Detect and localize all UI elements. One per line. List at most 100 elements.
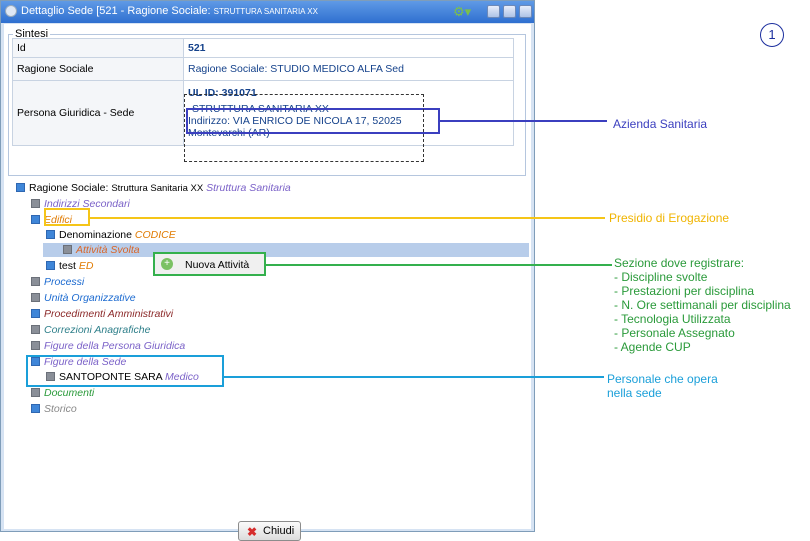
expand-icon[interactable] xyxy=(31,199,40,208)
presidio-label: Presidio di Erogazione xyxy=(609,211,730,225)
personale-highlight-box xyxy=(26,355,224,387)
storico-label: Storico xyxy=(44,403,77,415)
persona-label: SANTOPONTE SARA xyxy=(59,371,163,383)
add-icon: + xyxy=(161,258,173,270)
window-titlebar[interactable]: Dettaglio Sede [521 - Ragione Sociale: S… xyxy=(1,1,534,23)
value-id: 521 xyxy=(183,38,514,58)
tree-item-denominazione[interactable]: Denominazione CODICE xyxy=(46,228,176,242)
menu-item-nuova-attivita[interactable]: Nuova Attività xyxy=(185,259,250,271)
processi-label: Processi xyxy=(44,276,85,288)
key-id: Id xyxy=(12,38,184,58)
tree-item-test[interactable]: test ED xyxy=(46,259,93,273)
sintesi-table: Id 521 Ragione Sociale Ragione Sociale: … xyxy=(12,38,514,146)
azienda-highlight-box xyxy=(186,108,440,134)
sezione-item: - Tecnologia Utilizzata xyxy=(614,312,731,326)
expand-icon[interactable] xyxy=(31,341,40,350)
tree-item-unita[interactable]: Unità Organizzative xyxy=(31,291,136,305)
indirizzi-label: Indirizzi Secondari xyxy=(44,198,130,210)
figure-pg-label: Figure della Persona Giuridica xyxy=(44,340,186,352)
chiudi-button[interactable]: ✖ Chiudi xyxy=(238,521,301,541)
tree-item-figure-sede[interactable]: Figure della Sede xyxy=(31,355,126,369)
gear-icon[interactable]: ⚙▾ xyxy=(453,4,472,19)
tree-item-procedimenti[interactable]: Procedimenti Amministrativi xyxy=(31,307,173,321)
collapse-icon[interactable] xyxy=(31,215,40,224)
figure-sede-label: Figure della Sede xyxy=(44,356,127,368)
expand-icon[interactable] xyxy=(31,388,40,397)
unita-label: Unità Organizzative xyxy=(44,292,136,304)
root-label: Ragione Sociale: xyxy=(29,182,109,194)
table-row: Id 521 xyxy=(12,38,514,58)
denominazione-label: Denominazione xyxy=(59,229,132,241)
value-ragione-sociale-text: Ragione Sociale: STUDIO MEDICO ALFA Sed xyxy=(188,63,404,75)
procedimenti-label: Procedimenti Amministrativi xyxy=(44,308,174,320)
expand-icon[interactable] xyxy=(46,261,55,270)
step-number-badge: 1 xyxy=(760,23,784,47)
presidio-connector-line xyxy=(90,217,605,219)
tree-item-persona[interactable]: SANTOPONTE SARA Medico xyxy=(46,370,199,384)
tree-root[interactable]: Ragione Sociale: Struttura Sanitaria XX … xyxy=(16,181,291,195)
expand-icon[interactable] xyxy=(31,309,40,318)
personale-line-1: Personale che opera xyxy=(607,372,718,386)
value-persona-giuridica: UL ID: 391071 STRUTTURA SANITARIA XX Ind… xyxy=(183,80,514,146)
table-row: Persona Giuridica - Sede UL ID: 391071 S… xyxy=(12,80,514,146)
expand-icon[interactable] xyxy=(63,245,72,254)
table-row: Ragione Sociale Ragione Sociale: STUDIO … xyxy=(12,57,514,81)
personale-annotation: Personale che opera nella sede xyxy=(607,372,718,400)
sezione-item: - Discipline svolte xyxy=(614,270,708,284)
sezione-item: - Prestazioni per disciplina xyxy=(614,284,755,298)
ul-id: UL ID: 391071 xyxy=(188,87,257,99)
personale-connector-line xyxy=(224,376,604,378)
key-ragione-sociale: Ragione Sociale xyxy=(12,57,184,81)
persona-detail-dashed-box xyxy=(184,94,424,162)
sezione-annotation: Sezione dove registrare: - Discipline sv… xyxy=(614,256,791,354)
sintesi-legend: Sintesi xyxy=(15,28,49,40)
collapse-icon[interactable] xyxy=(31,357,40,366)
tree-item-storico[interactable]: Storico xyxy=(31,402,77,416)
chiudi-label: Chiudi xyxy=(263,525,295,537)
expand-icon[interactable] xyxy=(31,404,40,413)
collapse-icon[interactable] xyxy=(46,230,55,239)
tree-item-processi[interactable]: Processi xyxy=(31,275,84,289)
tree-item-edifici[interactable]: Edifici xyxy=(31,213,72,227)
expand-icon[interactable] xyxy=(46,372,55,381)
tree-item-attivita[interactable]: Attività Svolta xyxy=(63,243,140,257)
window-title: Dettaglio Sede [521 - Ragione Sociale: S… xyxy=(21,5,318,17)
root-name: Struttura Sanitaria XX xyxy=(111,183,204,194)
sezione-title: Sezione dove registrare: xyxy=(614,256,745,270)
collapse-icon[interactable] xyxy=(16,183,25,192)
context-menu: + Nuova Attività xyxy=(153,252,266,276)
sezione-item: - Personale Assegnato xyxy=(614,326,735,340)
tree-item-indirizzi[interactable]: Indirizzi Secondari xyxy=(31,197,130,211)
correzioni-label: Correzioni Anagrafiche xyxy=(44,324,151,336)
expand-icon[interactable] xyxy=(31,293,40,302)
azienda-label: Azienda Sanitaria xyxy=(613,117,708,131)
window-title-text: Dettaglio Sede [521 - Ragione Sociale: xyxy=(21,5,211,17)
edifici-label: Edifici xyxy=(44,214,73,226)
sezione-item: - Agende CUP xyxy=(614,340,691,354)
dettaglio-sede-window: Dettaglio Sede [521 - Ragione Sociale: S… xyxy=(0,0,535,541)
close-icon[interactable] xyxy=(519,5,532,18)
maximize-icon[interactable] xyxy=(503,5,516,18)
sezione-connector-line xyxy=(266,264,612,266)
value-ragione-sociale: Ragione Sociale: STUDIO MEDICO ALFA Sed xyxy=(183,57,514,81)
close-icon: ✖ xyxy=(247,525,258,539)
sintesi-panel: Sintesi xyxy=(8,28,526,176)
ruolo-label: Medico xyxy=(165,371,199,383)
test-label: test xyxy=(59,260,76,272)
minimize-icon[interactable] xyxy=(487,5,500,18)
tree-item-figure-pg[interactable]: Figure della Persona Giuridica xyxy=(31,339,185,353)
tree-item-correzioni[interactable]: Correzioni Anagrafiche xyxy=(31,323,150,337)
expand-icon[interactable] xyxy=(31,325,40,334)
key-persona-giuridica: Persona Giuridica - Sede xyxy=(12,80,184,146)
indirizzo: Indirizzo: VIA ENRICO DE NICOLA 17, 5202… xyxy=(188,115,402,127)
tree-item-documenti[interactable]: Documenti xyxy=(31,386,94,400)
sezione-item: - N. Ore settimanali per disciplina xyxy=(614,298,791,312)
window-title-small: STRUTTURA SANITARIA XX xyxy=(213,7,318,16)
personale-line-2: nella sede xyxy=(607,386,662,400)
window-icon xyxy=(5,5,17,17)
expand-icon[interactable] xyxy=(31,277,40,286)
azienda-connector-line xyxy=(440,120,607,122)
documenti-label: Documenti xyxy=(44,387,95,399)
ed-label: ED xyxy=(78,260,94,272)
presidio-highlight-box xyxy=(44,208,90,226)
